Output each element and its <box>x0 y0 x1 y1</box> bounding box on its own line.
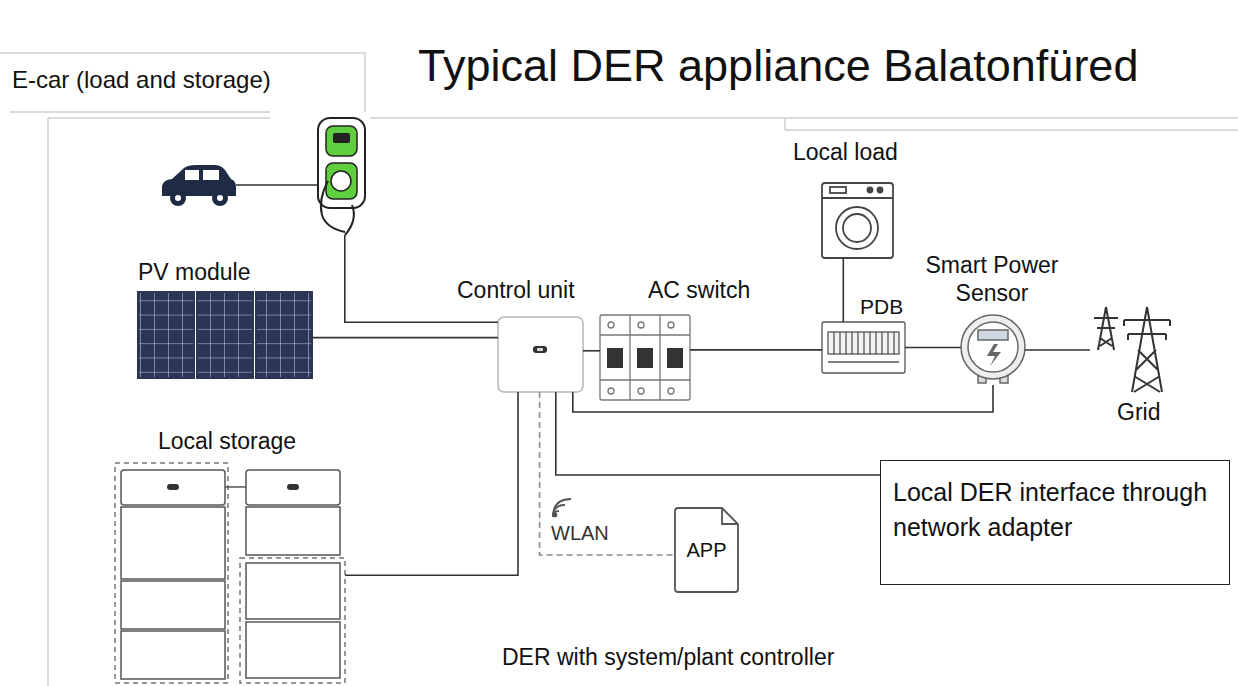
charger-icon <box>318 118 365 235</box>
power-line <box>345 392 518 575</box>
wireless-link <box>540 392 675 555</box>
node-label: E-car (load and storage) <box>12 66 271 95</box>
pdb-icon <box>822 322 905 373</box>
charger-node: E-car (load and storage) <box>300 115 370 235</box>
node-label: Control unit <box>457 277 575 305</box>
pv-panels <box>138 292 312 378</box>
control-unit-icon <box>498 317 583 392</box>
power-line <box>583 350 600 352</box>
charge-cable <box>236 184 318 186</box>
local-load-node: Local load <box>822 183 893 258</box>
car-icon <box>162 165 236 206</box>
node-label: Local DER interface through network adap… <box>893 475 1217 545</box>
control-unit-node: Control unit <box>498 317 583 392</box>
ac-switch-node: AC switch <box>600 315 690 400</box>
node-label: PDB <box>860 294 903 319</box>
node-label: APP <box>675 508 738 592</box>
frame <box>0 53 1238 686</box>
power-line <box>842 258 844 322</box>
sensor-icon <box>961 315 1025 383</box>
node-label: Smart Power Sensor <box>902 252 1082 307</box>
ac-switch-icon <box>600 315 690 400</box>
node-label: AC switch <box>648 277 750 305</box>
grid-node: Grid <box>1090 305 1172 395</box>
node-label: Grid <box>1117 399 1160 427</box>
title: Typical DER appliance Balatonfüred <box>418 40 1138 92</box>
der-interface-box: Local DER interface through network adap… <box>880 460 1230 585</box>
edge-label: WLAN <box>549 522 611 545</box>
app-document <box>675 508 738 592</box>
power-line <box>556 392 880 475</box>
node-label: Local load <box>793 139 898 167</box>
storage-node: Local storage <box>115 463 345 683</box>
app-node: APP <box>675 508 738 592</box>
battery-stacks <box>115 463 345 683</box>
washer-icon <box>822 183 893 258</box>
pdb-node: PDB <box>822 322 905 373</box>
node-label: PV module <box>138 259 251 287</box>
wifi-icon <box>553 499 571 517</box>
sensor-node: Smart Power Sensor <box>961 315 1025 385</box>
power-line <box>312 337 498 339</box>
power-line <box>573 385 993 412</box>
power-line <box>690 349 822 351</box>
node-label: Local storage <box>158 428 296 456</box>
power-line <box>1025 349 1090 351</box>
pv-node: PV module <box>138 292 312 378</box>
pylon-icons <box>1094 307 1170 392</box>
caption-label: DER with system/plant controller <box>502 644 834 671</box>
power-line <box>905 347 961 349</box>
